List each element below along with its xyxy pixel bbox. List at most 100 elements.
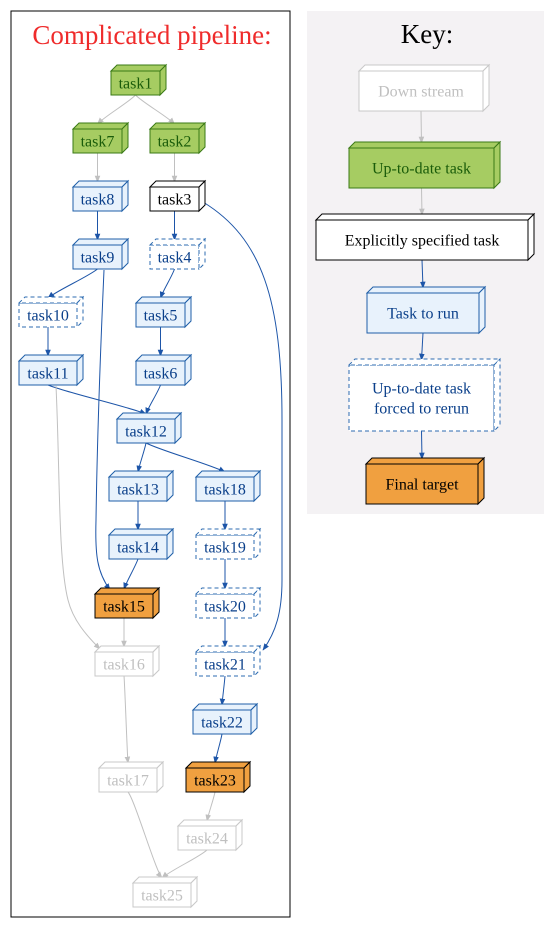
node-task14-top-face (107, 528, 175, 536)
node-task1-top-face (109, 64, 168, 72)
key-forced-to-rerun-top-face (347, 358, 502, 366)
node-task14-label: task14 (117, 540, 159, 557)
node-task7-side-face (121, 121, 129, 155)
key-edges-layer (418, 110, 426, 460)
node-task24-front-face (177, 825, 237, 851)
node-task3: task3 (148, 179, 207, 213)
key-down-stream-label: Down stream (378, 84, 464, 101)
edges-layer (45, 94, 283, 879)
node-task9-front-face (72, 244, 123, 270)
node-task14: task14 (107, 527, 175, 561)
node-task2-top-face (148, 122, 207, 130)
node-task13-label: task13 (117, 482, 159, 499)
node-task14-side-face (166, 527, 174, 561)
node-task13-top-face (107, 470, 175, 478)
node-task12-top-face (115, 412, 183, 420)
node-task7-top-face (71, 122, 130, 130)
node-task25-label: task25 (141, 888, 183, 905)
node-task1-front-face (110, 70, 161, 96)
node-task6-top-face (134, 354, 193, 362)
node-task22-top-face (191, 703, 259, 711)
node-task4: task4 (148, 237, 207, 271)
pipeline-title: Complicated pipeline: (32, 20, 271, 50)
node-task4-top-face (148, 238, 207, 246)
node-task10-top-face (17, 296, 85, 304)
node-task18: task18 (194, 469, 262, 503)
key-final-target-side-face (477, 456, 485, 506)
key-down-stream-side-face (482, 63, 490, 113)
node-task6-label: task6 (144, 366, 178, 383)
node-task25-side-face (190, 875, 198, 909)
node-task2: task2 (148, 121, 207, 155)
key-forced-to-rerun-side-face (493, 357, 501, 433)
node-task11-top-face (17, 354, 85, 362)
key-task-to-run: Task to run (365, 285, 487, 335)
node-task20-top-face (194, 587, 262, 595)
key-up-to-date-task-label: Up-to-date task (372, 161, 471, 178)
node-task5: task5 (134, 295, 193, 329)
node-task24-top-face (176, 819, 244, 827)
edge-task11-to-task16 (55, 385, 101, 650)
edge-task9-to-task15 (95, 269, 111, 591)
node-task1-label: task1 (119, 76, 153, 93)
node-task19-top-face (194, 528, 262, 536)
node-task8: task8 (71, 179, 130, 213)
key-final-target-label: Final target (385, 477, 459, 494)
node-task17-label: task17 (107, 773, 149, 790)
node-task11-side-face (76, 353, 84, 387)
node-task2-side-face (198, 121, 206, 155)
node-task5-top-face (134, 296, 193, 304)
node-task19-label: task19 (204, 540, 246, 557)
key-up-to-date-task-top-face (347, 141, 502, 149)
node-task21-label: task21 (204, 657, 246, 674)
node-task21-side-face (253, 644, 261, 678)
node-task9-label: task9 (81, 250, 115, 267)
node-task8-side-face (121, 179, 129, 213)
edge-task1-to-task2 (135, 94, 175, 125)
node-task23: task23 (184, 760, 252, 794)
node-task1-side-face (159, 63, 167, 97)
node-task3-side-face (198, 179, 206, 213)
node-task25: task25 (131, 875, 199, 909)
edge-task9-to-task10 (47, 268, 98, 299)
edge-task12-to-task13 (136, 442, 147, 473)
node-task8-top-face (71, 180, 130, 188)
nodes-layer: task1 task7 task2 task8 task3 task9 task4 task1… (17, 63, 262, 909)
node-task16-side-face (152, 644, 160, 678)
key-task-to-run-label: Task to run (387, 306, 459, 323)
key-down-stream: Down stream (357, 63, 491, 113)
node-task24-label: task24 (186, 831, 228, 848)
node-task6-side-face (184, 353, 192, 387)
edge-task11-to-task12 (47, 384, 147, 415)
node-task20-label: task20 (204, 599, 246, 616)
edge-task1-to-task7 (97, 94, 136, 125)
node-task9: task9 (71, 237, 130, 271)
node-task18-side-face (253, 469, 261, 503)
node-task17-top-face (97, 761, 165, 769)
node-task7: task7 (71, 121, 130, 155)
node-task4-front-face (149, 244, 200, 270)
node-task3-front-face (149, 186, 200, 212)
node-task16-front-face (94, 651, 154, 677)
node-task16: task16 (93, 644, 161, 678)
node-task4-label: task4 (158, 250, 192, 267)
node-task12: task12 (115, 411, 183, 445)
node-task9-top-face (71, 238, 130, 246)
node-task15: task15 (93, 586, 161, 620)
node-task17: task17 (97, 760, 165, 794)
node-task20: task20 (194, 586, 262, 620)
edge-task23-to-task24 (205, 791, 216, 822)
key-explicitly-specified-task: Explicitly specified task (314, 212, 536, 262)
pipeline-frame (10, 10, 291, 918)
key-task-to-run-top-face (365, 286, 487, 294)
node-task22-side-face (250, 702, 258, 736)
node-task16-top-face (93, 645, 161, 653)
node-task11: task11 (17, 353, 85, 387)
key-task-to-run-side-face (478, 285, 486, 335)
node-task13-side-face (166, 469, 174, 503)
node-task23-label: task23 (194, 773, 236, 790)
node-task12-label: task12 (125, 424, 167, 441)
node-task4-side-face (198, 237, 206, 271)
